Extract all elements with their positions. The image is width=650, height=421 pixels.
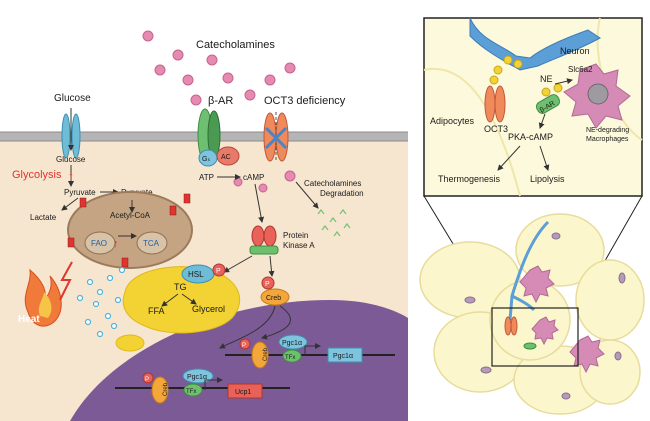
creb-p-label: P (265, 281, 270, 288)
hsl-label: HSL (188, 270, 204, 279)
glycerol-label: Glycerol (192, 304, 225, 314)
catecholamine-dots (142, 30, 296, 193)
creb3-protein (151, 376, 169, 404)
oct3-blocked-icon (264, 126, 288, 150)
hsl-phospho (212, 263, 226, 277)
pka-line1: Protein (283, 231, 308, 240)
pka-protein (249, 225, 279, 255)
ne-degrading-line2: Macrophages (586, 136, 629, 143)
ne-degrading-line1: NE-degrading (586, 127, 629, 134)
creb3-label: Creb (163, 382, 169, 396)
creb-phospho (261, 276, 275, 290)
tca-node (136, 231, 168, 255)
adipocytes-label: Adipocytes (430, 116, 475, 126)
pka-line2: Kinase A (283, 241, 315, 250)
adipocyte-nuclei (464, 232, 626, 400)
heat-bolt (59, 261, 73, 301)
atp-label: ATP (199, 173, 214, 182)
slc6a2-label: Slc6a2 (568, 65, 593, 74)
creb2-label: Creb (263, 347, 269, 361)
glucose-in-label: Glucose (56, 155, 86, 164)
ffa-label: FFA (148, 306, 165, 316)
beta-ar-badge (535, 94, 561, 114)
camp-label: cAMP (243, 173, 264, 182)
glycolysis-up-arrow: ↑ (68, 169, 74, 183)
fao-node (84, 231, 116, 255)
pgc1a-gene (327, 347, 363, 363)
creb2-p-label: P (242, 343, 246, 349)
tg-label: TG (174, 282, 187, 292)
mitochondrion (67, 191, 193, 269)
pgc1a-protein-1 (278, 334, 308, 350)
oct3-deficiency-label: OCT3 deficiency (264, 95, 346, 107)
pyruvate-1-label: Pyruvate (64, 188, 96, 197)
lipid-droplet (122, 266, 241, 334)
thermogenesis-label: Thermogenesis (438, 174, 501, 184)
zoom-source-box (491, 307, 579, 367)
beta-ar-receptor (197, 108, 221, 162)
creb-label: Creb (266, 295, 281, 302)
hsl-p-label: P (216, 268, 221, 275)
degradation-line1: Catecholamines (304, 179, 361, 188)
ucp1-markers (67, 193, 191, 268)
oct3-label-right: OCT3 (484, 124, 508, 134)
fao-up-arrow: ↑ (113, 238, 119, 250)
lactate-label: Lactate (30, 213, 57, 222)
neuron-label: Neuron (560, 46, 590, 56)
glucose-top-label: Glucose (54, 93, 91, 104)
tfx-protein-1 (282, 349, 302, 363)
ffa-dots (76, 266, 126, 338)
beta-ar-label: β-AR (208, 95, 233, 107)
pgc1a-label-2: Pgc1α (187, 374, 207, 381)
small-lipid-droplet (115, 334, 145, 352)
lipolysis-label: Lipolysis (530, 174, 565, 184)
ac-enzyme (216, 146, 240, 166)
fao-label: FAO (91, 239, 107, 248)
tca-label: TCA (143, 239, 160, 248)
right-panel: Neuron Adipocytes OCT3 NE β-AR Slc6a2 NE… (419, 17, 645, 415)
gs-label: Gₛ (202, 156, 210, 163)
pgc1a-gene-label: Pgc1α (333, 353, 353, 360)
catecholamines-label: Catecholamines (196, 39, 275, 51)
creb2-protein (251, 341, 269, 369)
heat-label: Heat (18, 314, 40, 325)
degraded-fragments (317, 208, 351, 237)
creb2-phospho (239, 338, 251, 350)
ucp1-gene-label: Ucp1 (235, 389, 251, 396)
creb3-phospho (142, 372, 154, 384)
ucp1-gene (227, 383, 263, 399)
oct3-transporter-right (484, 85, 506, 123)
tfx-label-1: TFx (285, 355, 295, 361)
pka-camp-label: PKA-cAMP (508, 132, 553, 142)
left-panel: Catecholamines Glucose Glucose Glycolysi… (0, 30, 408, 421)
pgc1a-label-1: Pgc1α (282, 340, 302, 347)
ne-label: NE (540, 74, 553, 84)
tfx-protein-2 (183, 383, 203, 397)
glycolysis-label: Glycolysis (12, 169, 62, 181)
ac-label: AC (221, 154, 231, 161)
degradation-line2: Degradation (320, 189, 364, 198)
tfx-label-2: TFx (186, 389, 196, 395)
creb3-p-label: P (145, 377, 149, 383)
acetyl-coa-label: Acetyl-CoA (110, 211, 151, 220)
creb-protein (260, 288, 290, 306)
